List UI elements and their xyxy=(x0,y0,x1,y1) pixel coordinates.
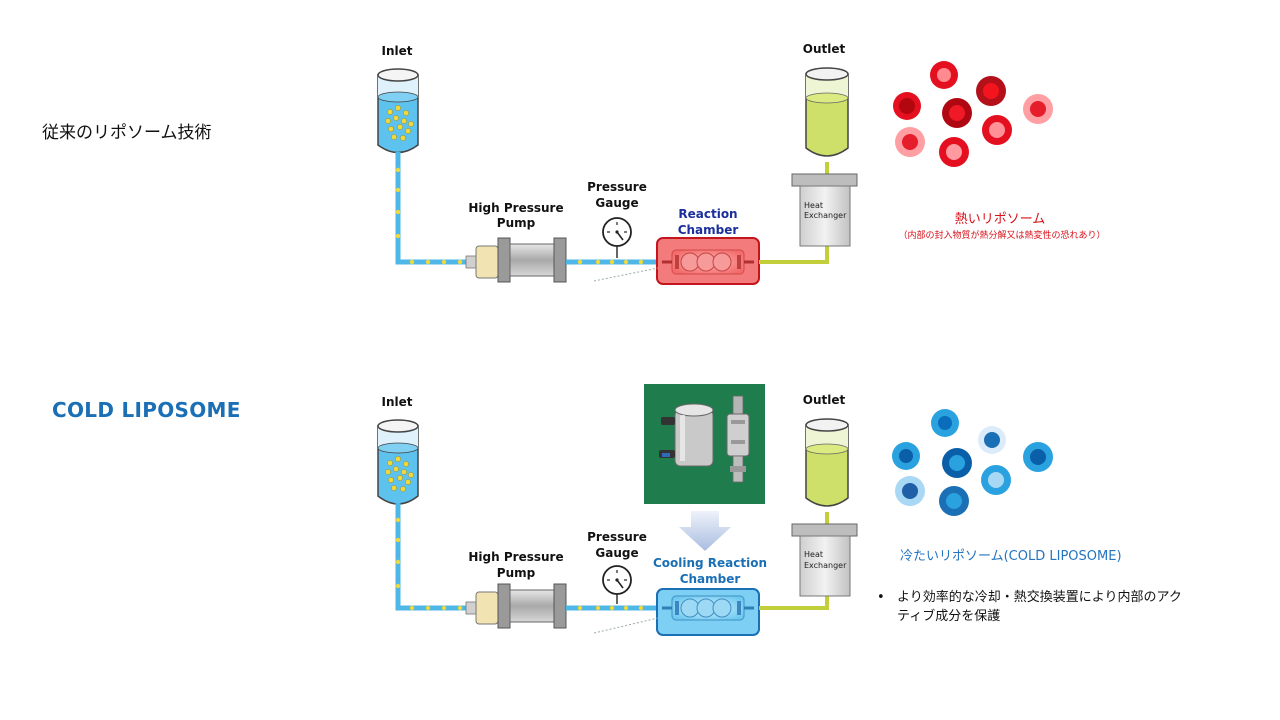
bottom-heat-exchanger-label-1: Heat xyxy=(804,550,823,559)
bottom-inlet-pipe xyxy=(395,503,478,611)
bottom-outlet-vessel xyxy=(805,418,849,507)
top-gauge-label-1: Pressure xyxy=(587,180,647,194)
top-pipe-particles xyxy=(395,167,463,265)
section-title-cold-liposome: COLD LIPOSOME xyxy=(52,398,241,422)
top-inlet-pipe xyxy=(395,152,478,265)
bottom-outlet-pipe xyxy=(759,596,829,610)
bottom-gauge-label-1: Pressure xyxy=(587,530,647,544)
hot-liposome-caption: 熱いリポソーム xyxy=(954,212,1046,227)
top-outlet-vessel xyxy=(805,67,849,157)
top-pump xyxy=(465,237,567,283)
bottom-pump-label-2: Pump xyxy=(497,566,536,580)
top-outlet-label: Outlet xyxy=(803,42,846,56)
bottom-inlet-label: Inlet xyxy=(382,395,413,409)
cooling-chamber-photo xyxy=(644,384,765,504)
top-chamber-label-1: Reaction xyxy=(678,207,737,221)
bottom-cooling-reaction-chamber xyxy=(656,588,760,636)
bottom-chamber-label-1: Cooling Reaction xyxy=(653,556,767,570)
section-title-conventional: 従来のリポソーム技術 xyxy=(42,123,212,143)
bottom-inlet-vessel xyxy=(377,419,419,505)
cold-liposome-caption: 冷たいリポソーム(COLD LIPOSOME) xyxy=(900,549,1122,564)
bottom-chamber-label-2: Chamber xyxy=(680,572,741,586)
top-inlet-vessel xyxy=(377,68,419,154)
hot-liposome-note: （内部の封入物質が熱分解又は熱変性の恐れあり） xyxy=(898,231,1106,241)
bottom-pressure-gauge-icon xyxy=(602,565,632,604)
bottom-outlet-label: Outlet xyxy=(803,393,846,407)
bottom-heat-exchanger xyxy=(791,523,858,597)
bottom-cold-liposome-cluster xyxy=(892,409,1053,516)
top-pump-label-1: High Pressure xyxy=(468,201,563,215)
top-pressure-gauge-icon xyxy=(602,217,632,258)
top-pump-label-2: Pump xyxy=(497,216,536,230)
top-heat-exchanger-label-1: Heat xyxy=(804,201,823,210)
top-heat-exchanger xyxy=(791,173,858,247)
bottom-gauge-label-2: Gauge xyxy=(595,546,638,560)
top-heat-exchanger-label-2: Exchanger xyxy=(804,211,847,220)
cold-benefit-text: より効率的な冷却・熱交換装置により内部のアクティブ成分を保護 xyxy=(897,590,1182,624)
top-outlet-pipe xyxy=(759,246,829,264)
top-inlet-label: Inlet xyxy=(382,44,413,58)
bullet-marker: • xyxy=(877,590,885,605)
bottom-heat-exchanger-label-2: Exchanger xyxy=(804,561,847,570)
bottom-pump xyxy=(465,583,567,629)
top-gauge-label-2: Gauge xyxy=(595,196,638,210)
top-reaction-chamber xyxy=(656,237,760,285)
down-arrow-icon xyxy=(679,511,731,551)
bottom-pump-label-1: High Pressure xyxy=(468,550,563,564)
top-chamber-label-2: Chamber xyxy=(678,223,739,237)
top-hot-liposome-cluster xyxy=(893,61,1053,167)
